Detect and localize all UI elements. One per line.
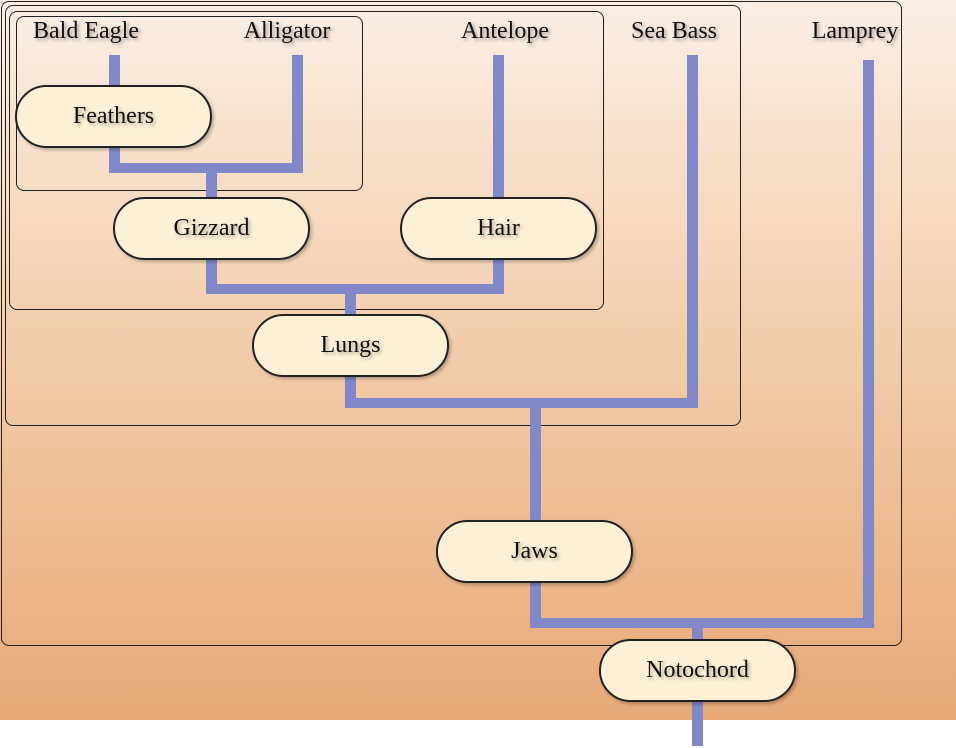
branch-jaws-stem [530,408,541,628]
branch-alligator [292,55,303,173]
trait-hair: Hair [400,197,597,260]
branch-vertebrate-join [530,618,874,628]
trait-gizzard: Gizzard [113,197,310,260]
branch-antelope [493,55,504,293]
taxon-lamprey: Lamprey [811,18,899,44]
trait-notochord: Notochord [599,639,796,702]
clade-box-notochord [1,1,902,646]
taxon-alligator: Alligator [243,18,331,44]
clade-box-lungs [9,11,604,310]
trait-lungs: Lungs [252,314,449,377]
branch-lamprey [863,60,874,628]
clade-box-jaws [5,5,741,426]
taxon-antelope: Antelope [461,18,549,44]
branch-sea-bass [687,55,698,408]
trait-jaws: Jaws [436,520,633,583]
trait-feathers: Feathers [15,85,212,148]
branch-amniote-join [206,284,504,294]
taxon-bald-eagle: Bald Eagle [33,18,139,44]
taxon-sea-bass: Sea Bass [631,18,717,44]
branch-osteichthyes-join [345,398,698,408]
